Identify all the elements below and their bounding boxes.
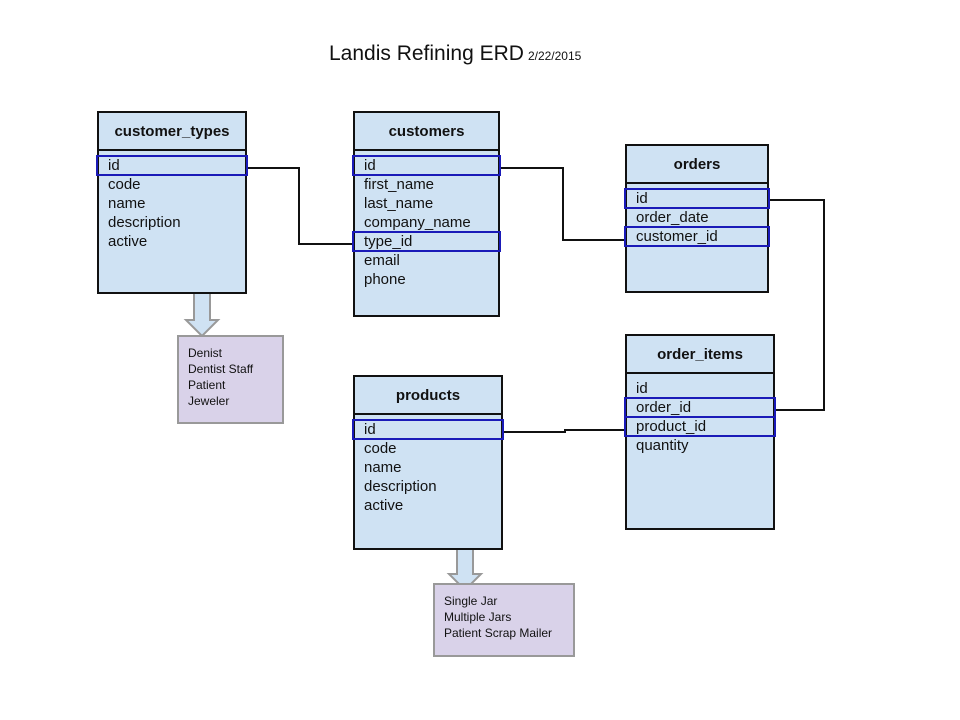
field-quantity: quantity: [636, 437, 689, 454]
entity-products: products id code name description active: [352, 375, 504, 550]
field-name: name: [364, 459, 402, 476]
entity-header: customers: [355, 113, 498, 151]
arrow-down-icon: [183, 288, 221, 338]
note-item: Patient: [188, 378, 226, 392]
field-order-id-foreign-key: order_id: [624, 397, 776, 418]
note-customer-types-values: Denist Dentist Staff Patient Jeweler: [177, 335, 284, 424]
field-name: name: [108, 195, 146, 212]
link-orders-to-order-items: [769, 199, 825, 411]
entity-fields: id order_date customer_id: [624, 184, 770, 247]
entity-fields: id order_id product_id quantity: [624, 374, 776, 455]
link-products-to-order-items: [504, 429, 626, 433]
entity-header: orders: [627, 146, 767, 184]
field-last-name: last_name: [364, 195, 434, 212]
entity-fields: id code name description active: [96, 151, 248, 251]
note-item: Single Jar: [444, 594, 498, 608]
field-id-primary-key: id: [624, 188, 770, 209]
field-description: description: [364, 478, 437, 495]
field-active: active: [108, 233, 148, 250]
note-item: Dentist Staff: [188, 362, 254, 376]
title-text: Landis Refining ERD: [329, 42, 524, 65]
entity-header: order_items: [627, 336, 773, 374]
field-code: code: [108, 176, 141, 193]
link-customers-to-orders: [500, 167, 626, 241]
field-active: active: [364, 497, 404, 514]
entity-customers: customers id first_name last_name compan…: [352, 111, 501, 317]
field-id: id: [636, 380, 648, 397]
entity-order-items: order_items id order_id product_id quant…: [624, 334, 776, 530]
field-product-id-foreign-key: product_id: [624, 416, 776, 437]
note-item: Jeweler: [188, 394, 230, 408]
field-code: code: [364, 440, 397, 457]
field-first-name: first_name: [364, 176, 435, 193]
note-item: Patient Scrap Mailer: [444, 626, 553, 640]
field-id-primary-key: id: [352, 419, 504, 440]
entity-orders: orders id order_date customer_id: [624, 144, 770, 293]
field-phone: phone: [364, 271, 406, 288]
field-id-primary-key: id: [96, 155, 248, 176]
note-item: Denist: [188, 346, 223, 360]
field-description: description: [108, 214, 181, 231]
field-id-primary-key: id: [352, 155, 501, 176]
entity-header: products: [355, 377, 501, 415]
field-email: email: [364, 252, 400, 269]
link-customer-types-to-customers: [246, 167, 353, 245]
entity-customer-types: customer_types id code name description …: [96, 111, 248, 294]
field-company-name: company_name: [364, 214, 471, 231]
entity-fields: id first_name last_name company_name typ…: [352, 151, 501, 289]
entity-header: customer_types: [99, 113, 245, 151]
note-item: Multiple Jars: [444, 610, 512, 624]
title-date: 2/22/2015: [527, 49, 582, 63]
note-products-values: Single Jar Multiple Jars Patient Scrap M…: [433, 583, 575, 657]
entity-fields: id code name description active: [352, 415, 504, 515]
field-customer-id-foreign-key: customer_id: [624, 226, 770, 247]
field-order-date: order_date: [636, 209, 709, 226]
field-type-id-foreign-key: type_id: [352, 231, 501, 252]
